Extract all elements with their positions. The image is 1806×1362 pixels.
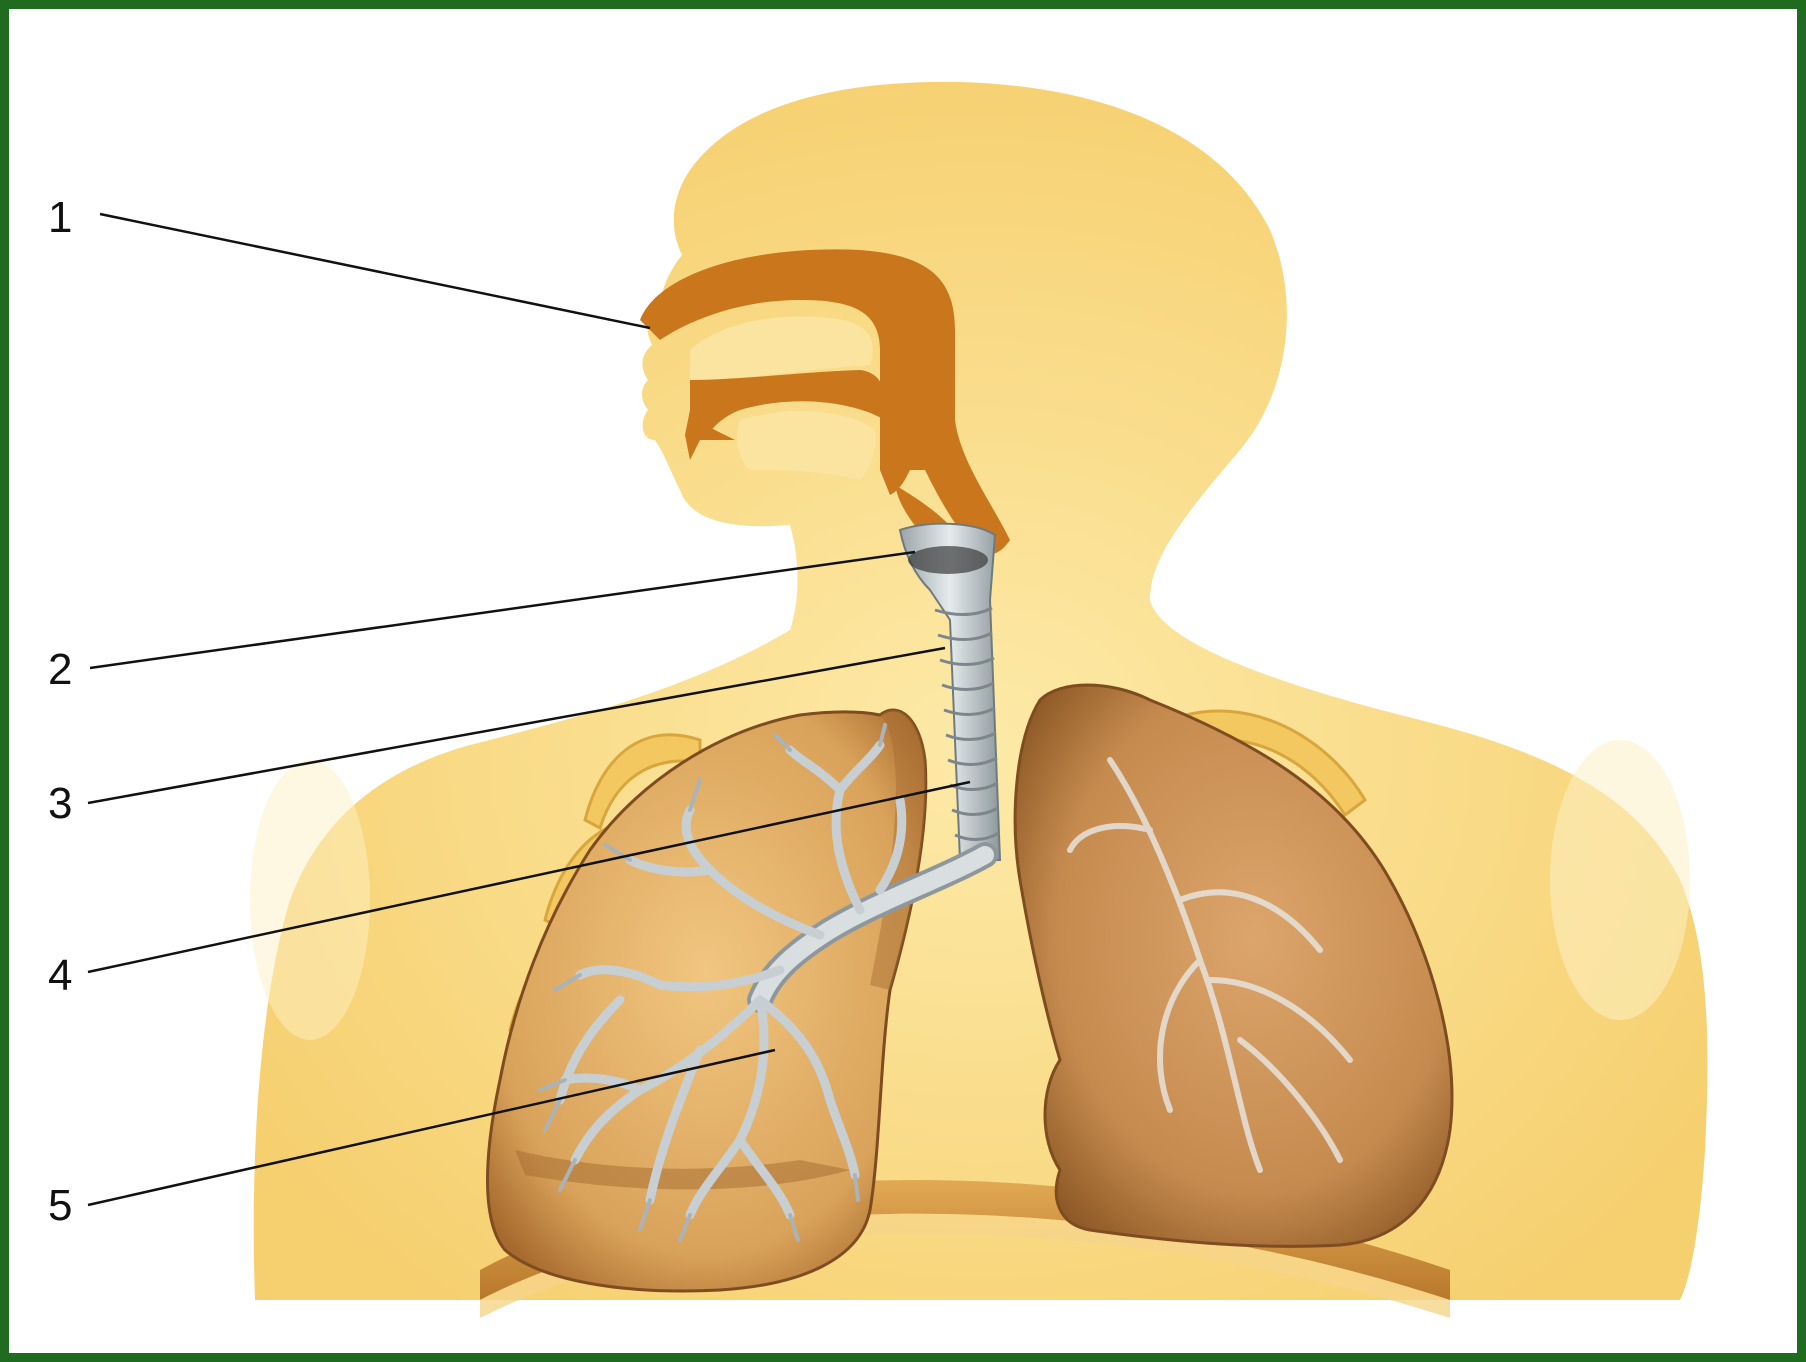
callout-2-label: 2 xyxy=(48,645,72,694)
callout-4-label: 4 xyxy=(48,951,72,1000)
callout-1: 1 xyxy=(48,193,650,328)
callout-1-label: 1 xyxy=(48,193,72,242)
callout-5-label: 5 xyxy=(48,1181,72,1230)
callout-3-label: 3 xyxy=(48,779,72,828)
